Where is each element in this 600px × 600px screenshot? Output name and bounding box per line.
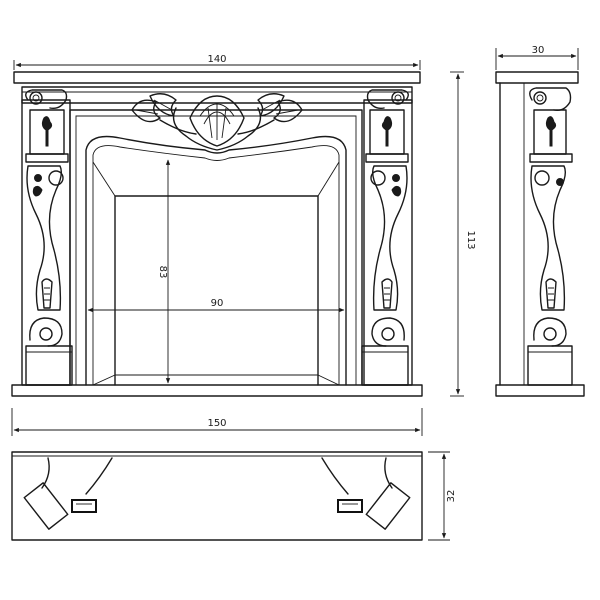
dimension-mantel-width: 140 bbox=[13, 54, 421, 70]
overall-height-label: 113 bbox=[465, 230, 476, 249]
dimension-base-depth: 32 bbox=[428, 451, 457, 541]
base-depth-label: 32 bbox=[446, 490, 457, 503]
arched-opening bbox=[85, 135, 347, 386]
dimension-overall-height: 113 bbox=[450, 71, 476, 397]
carved-cartouche bbox=[131, 93, 303, 151]
mantel-width-label: 140 bbox=[207, 54, 226, 65]
opening-width-label: 90 bbox=[211, 298, 224, 309]
dimension-opening-height: 83 bbox=[157, 159, 171, 384]
top-view bbox=[11, 451, 423, 541]
left-leg bbox=[21, 89, 73, 386]
base-width-label: 150 bbox=[207, 418, 226, 429]
right-leg bbox=[361, 89, 413, 386]
dimension-base-width: 150 bbox=[11, 408, 423, 436]
dimension-opening-width: 90 bbox=[87, 298, 345, 313]
mantel-shelf bbox=[13, 71, 421, 84]
side-view: 30 bbox=[495, 45, 585, 397]
side-depth-label: 30 bbox=[532, 45, 545, 56]
hearth-base bbox=[11, 384, 423, 397]
firebox bbox=[114, 195, 319, 386]
opening-height-label: 83 bbox=[157, 266, 168, 279]
front-view bbox=[11, 71, 423, 397]
frieze bbox=[21, 86, 413, 104]
